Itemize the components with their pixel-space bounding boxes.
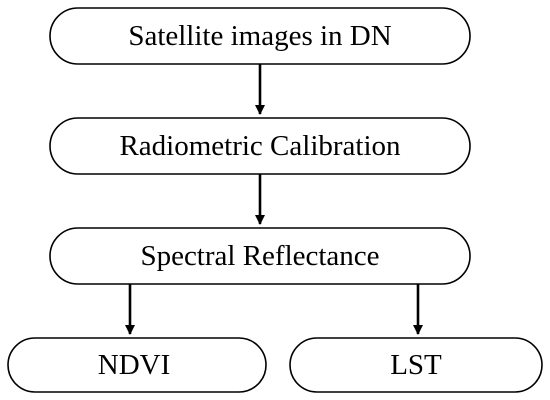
node-label-ndvi: NDVI [98, 349, 171, 381]
node-label-lst: LST [390, 349, 442, 381]
node-spectral-reflectance: Spectral Reflectance [49, 227, 471, 285]
node-satellite-images: Satellite images in DN [49, 7, 471, 65]
node-label-radiometric-calibration: Radiometric Calibration [119, 130, 401, 162]
node-radiometric-calibration: Radiometric Calibration [49, 117, 471, 175]
node-label-satellite-images: Satellite images in DN [128, 20, 391, 52]
node-ndvi: NDVI [7, 337, 267, 393]
edges [125, 64, 423, 335]
node-lst: LST [289, 337, 543, 393]
node-label-spectral-reflectance: Spectral Reflectance [140, 240, 379, 272]
